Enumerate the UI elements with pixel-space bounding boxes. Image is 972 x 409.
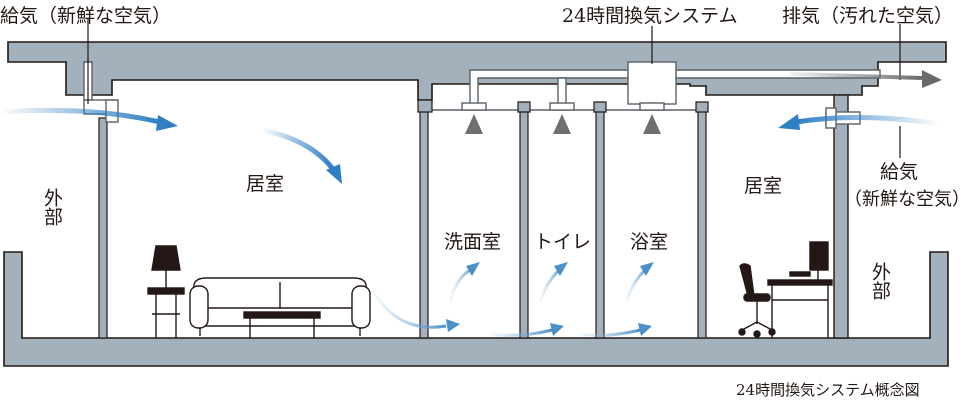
- floor-flow-3-head: [638, 323, 652, 336]
- floor-flow-3: [579, 328, 641, 337]
- keyboard-icon: [789, 271, 811, 277]
- chair-base: [741, 321, 773, 331]
- fresh-air-arrowhead-right-in: [778, 114, 800, 130]
- stale-arrowhead-toilet: [553, 114, 571, 134]
- exhaust-arrow: [789, 72, 923, 80]
- fresh-air-arrowhead-living: [326, 164, 342, 184]
- chair-wheel: [738, 328, 746, 336]
- fan-unit: [627, 61, 677, 105]
- lamp-icon: [151, 245, 181, 271]
- rise-flow-3-head: [640, 262, 654, 276]
- desk-icon: [767, 279, 833, 286]
- partition-2: [519, 109, 529, 339]
- chair-wheel: [768, 328, 776, 336]
- main-duct: [469, 69, 629, 105]
- air-flows: [0, 70, 942, 337]
- fresh-air-arrow-right-in: [795, 114, 941, 127]
- left-exterior-column: [98, 117, 108, 339]
- sofa-armrest-right: [351, 285, 371, 329]
- monitor-icon: [809, 241, 829, 271]
- partition-1: [419, 109, 429, 339]
- label-outside-right: 外部: [869, 262, 891, 300]
- coffee-table-icon: [243, 311, 321, 319]
- label-outside-left: 外部: [41, 188, 63, 226]
- leader-lines: [87, 18, 901, 158]
- label-supply-right-line2: （新鮮な空気）: [844, 189, 970, 210]
- fresh-air-arrowhead-left-in: [156, 115, 178, 131]
- floor-flow-1-head: [446, 319, 460, 332]
- furniture-left: [147, 245, 371, 338]
- fresh-air-arrow-living: [261, 127, 334, 170]
- grille-toilet: [549, 102, 575, 111]
- label-washroom: 洗面室: [444, 231, 501, 253]
- right-exterior-wall: [833, 94, 849, 339]
- rise-flow-1-head: [466, 262, 480, 276]
- chair-wheel: [753, 330, 761, 338]
- grille-washroom: [461, 102, 487, 111]
- exhaust-arrowhead: [922, 70, 942, 88]
- label-bathroom: 浴室: [630, 231, 668, 253]
- label-supply-left: 給気（新鮮な空気）: [0, 5, 171, 27]
- rise-flow-2-head: [554, 262, 568, 276]
- grille-bathroom: [639, 102, 665, 111]
- floor-flow-2-head: [550, 323, 564, 336]
- floor-slab: [3, 251, 949, 367]
- label-exhaust: 排気（汚れた空気）: [782, 5, 953, 27]
- side-table-icon: [147, 287, 185, 295]
- labels: 給気（新鮮な空気） 24時間換気システム 排気（汚れた空気） 外部 居室 洗面室…: [0, 5, 970, 399]
- chair-seat: [743, 293, 771, 302]
- sofa-armrest-left: [189, 285, 209, 329]
- label-living-right: 居室: [744, 175, 782, 197]
- stale-arrowhead-washroom: [465, 114, 483, 134]
- fresh-air-arrow-left-in: [0, 107, 161, 125]
- partition-4: [697, 109, 707, 339]
- partition-3: [595, 109, 605, 339]
- label-supply-right-line1: 給気: [880, 161, 918, 183]
- floor-flow-1: [370, 289, 447, 329]
- furniture-right: [738, 241, 833, 338]
- branch-toilet: [557, 77, 567, 105]
- label-living-left: 居室: [246, 173, 284, 195]
- partition-caps: [417, 99, 709, 113]
- floor-flow-2: [489, 328, 553, 337]
- chair-icon: [739, 263, 755, 297]
- stale-arrowhead-bathroom: [643, 114, 661, 134]
- label-toilet: トイレ: [534, 231, 591, 253]
- duct-system: [83, 61, 881, 129]
- label-system: 24時間換気システム: [562, 5, 738, 27]
- diagram-caption: 24時間換気システム概念図: [736, 381, 920, 399]
